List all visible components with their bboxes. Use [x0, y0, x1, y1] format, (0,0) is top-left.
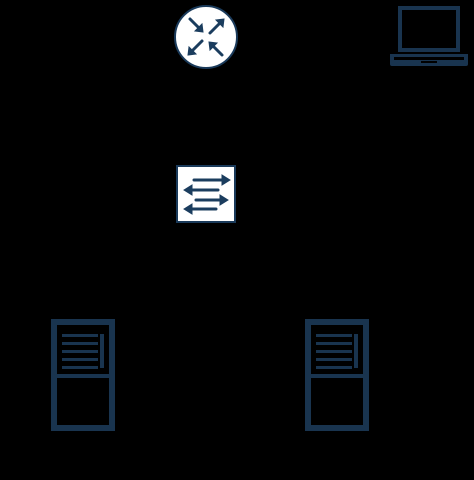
switch-icon — [176, 165, 236, 223]
server-icon — [51, 319, 115, 431]
server-icon — [305, 319, 369, 431]
laptop-icon — [390, 6, 468, 66]
router-icon — [174, 5, 238, 69]
server-left-node — [50, 318, 116, 432]
server-right-node — [304, 318, 370, 432]
router-node — [173, 4, 239, 70]
switch-node — [176, 165, 236, 223]
laptop-node — [386, 4, 472, 70]
